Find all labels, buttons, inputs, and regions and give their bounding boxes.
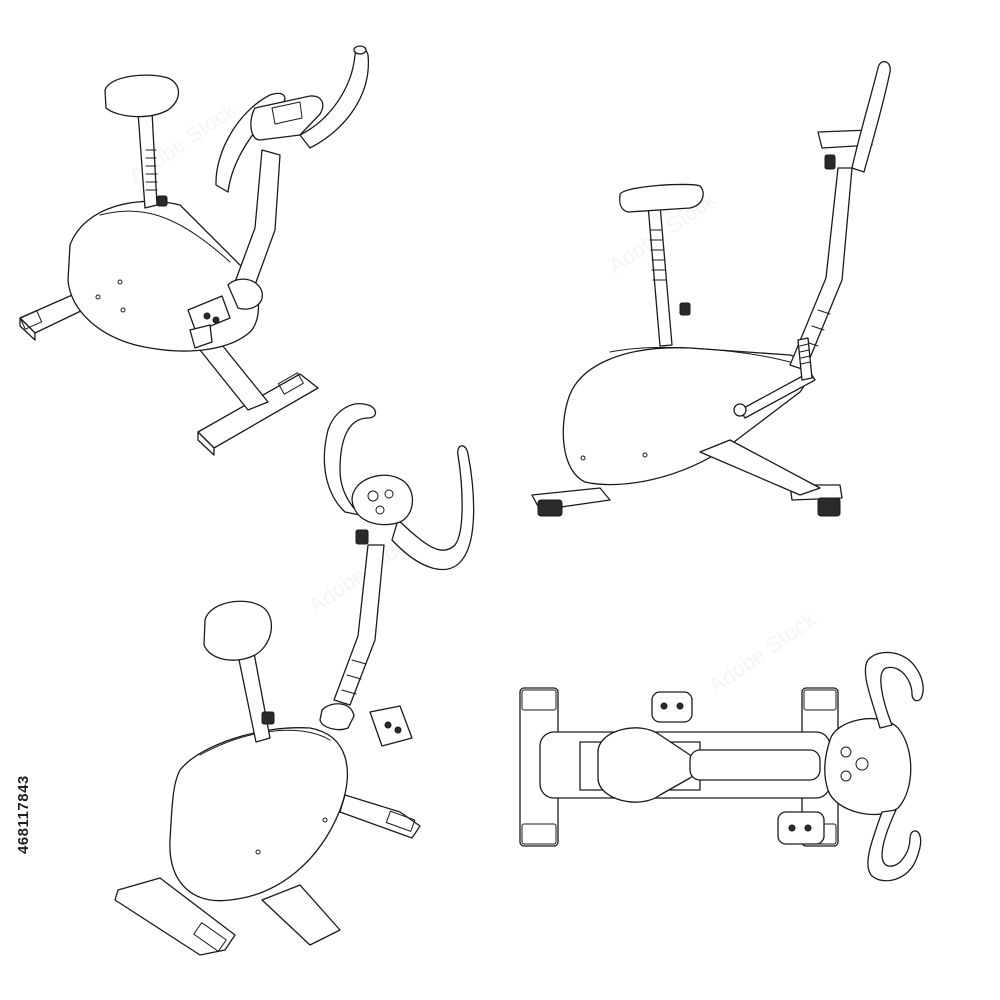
saddle — [203, 600, 273, 661]
front-foot-bar — [197, 372, 319, 456]
exercise-bike-rear-three-quarter — [114, 403, 475, 956]
exercise-bike-front-three-quarter — [19, 45, 370, 456]
handlebar-post — [333, 544, 385, 706]
flywheel-housing — [67, 200, 260, 352]
handlebar — [323, 403, 377, 516]
rear-foot-bar — [114, 877, 236, 956]
front-foot-bar — [339, 794, 421, 839]
saddle — [619, 183, 704, 213]
console — [250, 95, 324, 141]
seat-post — [137, 111, 168, 209]
pedal — [651, 691, 693, 723]
stock-id-text: 468117843 — [15, 775, 32, 855]
saddle — [104, 74, 180, 118]
seat-post — [647, 204, 691, 347]
pedal — [187, 295, 231, 349]
seat-post — [237, 652, 275, 743]
console — [351, 474, 413, 526]
front-leg — [199, 344, 269, 411]
flywheel-housing — [169, 727, 348, 902]
exercise-bike-top — [519, 651, 924, 882]
pedal — [777, 811, 825, 845]
pedal — [797, 337, 813, 381]
handlebar — [864, 651, 924, 729]
handlebar — [215, 92, 286, 193]
pedal — [369, 705, 413, 747]
handlebar-post — [234, 149, 281, 286]
handlebar — [851, 61, 891, 173]
exercise-bike-side — [531, 61, 891, 517]
